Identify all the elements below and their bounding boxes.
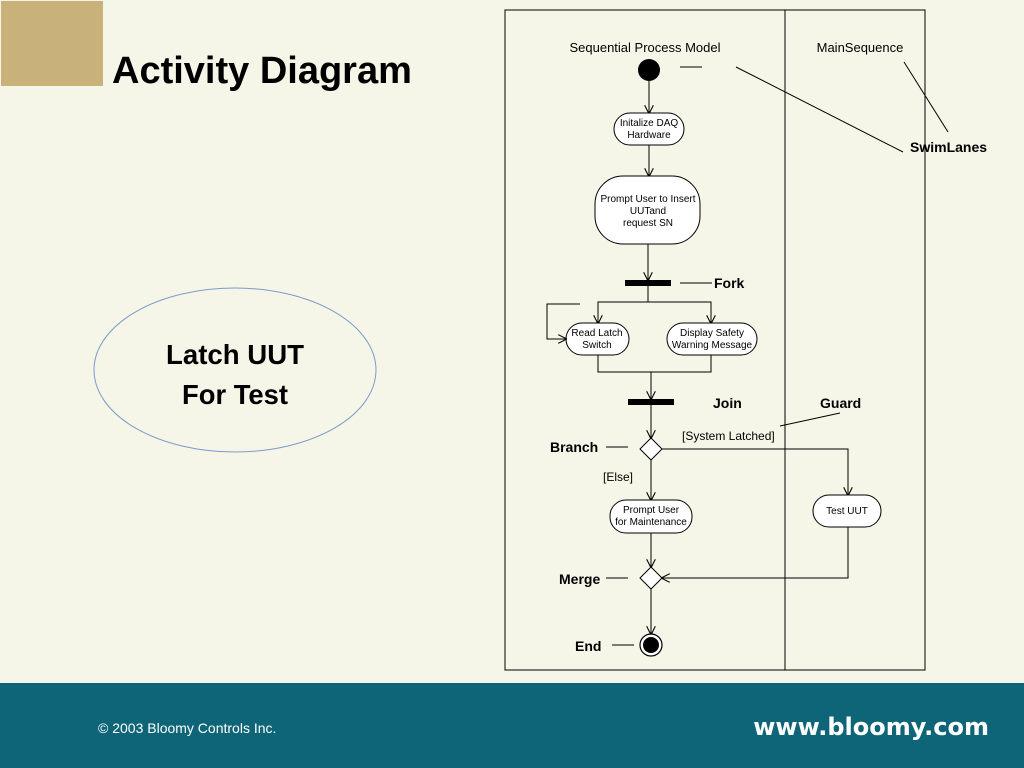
end-label: End: [575, 638, 601, 654]
branch-label: Branch: [550, 439, 598, 455]
note-ellipse: [93, 287, 377, 453]
activity-read-latch-line-1: Read Latch: [571, 328, 622, 339]
lane-label-right: MainSequence: [817, 40, 904, 55]
flow-arrow: [598, 286, 649, 323]
swimlanes-label: SwimLanes: [910, 139, 987, 155]
accent-block: [1, 1, 103, 86]
join-label: Join: [713, 395, 742, 411]
loop-arrow: [546, 303, 580, 339]
activity-prompt-maintenance-line-2: for Maintenance: [615, 517, 687, 528]
fork-bar: [625, 280, 671, 286]
merge-diamond: [639, 566, 663, 590]
activity-init-daq-line-1: Initalize DAQ: [620, 118, 679, 129]
activity-prompt-insert-line-2: UUTand: [630, 206, 666, 217]
activity-test-uut: [812, 494, 882, 528]
copyright-text: © 2003 Bloomy Controls Inc.: [98, 720, 277, 736]
website-link[interactable]: www.bloomy.com: [753, 713, 989, 741]
join-bar: [628, 399, 674, 405]
lane-label-left: Sequential Process Model: [569, 40, 720, 55]
flow-arrow: [662, 448, 848, 495]
flow-arrow: [648, 301, 711, 323]
merge-label: Merge: [559, 571, 600, 587]
guard-label: Guard: [820, 395, 861, 411]
activity-init-daq-line-2: Hardware: [627, 130, 671, 141]
note-line-1: Latch UUT: [166, 339, 304, 370]
flow-line: [597, 355, 712, 373]
swimlanes-pointer-line: [903, 61, 949, 133]
activity-prompt-insert-line-3: request SN: [623, 218, 673, 229]
flow-arrow: [662, 527, 849, 578]
fork-label: Fork: [714, 275, 745, 291]
activity-display-safety-line-2: Warning Message: [672, 340, 753, 351]
swimlanes-pointer-line: [735, 66, 904, 153]
activity-prompt-insert-line-1: Prompt User to Insert: [600, 194, 695, 205]
end-node-inner: [643, 637, 659, 653]
footer-bar: © 2003 Bloomy Controls Inc. www.bloomy.c…: [0, 683, 1024, 768]
guard-pointer-line: [779, 412, 841, 427]
swimlane-frame: [504, 9, 926, 671]
note-line-2: For Test: [182, 379, 288, 410]
activity-read-latch-line-2: Switch: [582, 340, 611, 351]
guard-system-latched: [System Latched]: [682, 429, 775, 443]
activity-display-safety-line-1: Display Safety: [680, 328, 744, 339]
branch-diamond: [639, 437, 663, 461]
activity-test-uut-label: Test UUT: [826, 506, 868, 517]
activity-display-safety: [666, 322, 758, 356]
start-node: [638, 59, 660, 81]
activity-diagram: Latch UUT For Test Sequential Process Mo…: [93, 9, 987, 671]
page-title: Activity Diagram: [112, 50, 412, 92]
guard-else: [Else]: [603, 470, 633, 484]
activity-prompt-maintenance-line-1: Prompt User: [623, 505, 680, 516]
